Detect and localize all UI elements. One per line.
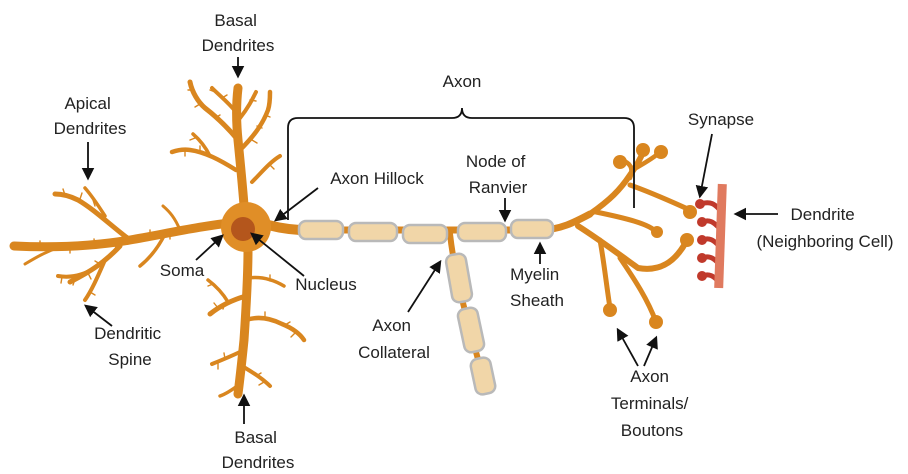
label-myelin-sheath: Myelin Sheath (510, 265, 564, 310)
label-axon-hillock: Axon Hillock (330, 169, 424, 188)
arrow-axon-hillock (276, 188, 318, 220)
label-basal-dendrites-bottom: Basal Dendrites (222, 428, 295, 472)
neighboring-dendrite (695, 184, 727, 288)
nucleus (231, 217, 255, 241)
arrow-axon-collateral (408, 262, 440, 312)
label-axon-terminals: Axon Terminals/ Boutons (611, 367, 693, 440)
label-synapse: Synapse (688, 110, 754, 129)
label-soma: Soma (160, 261, 205, 280)
arrow-soma (196, 236, 222, 260)
label-axon-collateral: Axon Collateral (358, 316, 430, 362)
label-dendritic-spine: Dendritic Spine (94, 324, 166, 369)
label-apical-dendrites: Apical Dendrites (54, 94, 127, 138)
basal-dendrites-top (172, 82, 280, 205)
label-node-of-ranvier: Node of Ranvier (466, 152, 530, 197)
label-basal-dendrites-top: Basal Dendrites (202, 11, 275, 55)
label-axon: Axon (443, 72, 482, 91)
apical-dendrites (14, 188, 238, 300)
axon-terminals (578, 143, 697, 329)
arrow-dendritic-spine (86, 306, 112, 326)
label-nucleus: Nucleus (295, 275, 356, 294)
arrow-nucleus (252, 234, 304, 276)
label-dendrite-neighboring: Dendrite (Neighboring Cell) (756, 205, 893, 251)
arrow-terminal-right (644, 338, 656, 366)
axon-bracket (288, 108, 634, 220)
arrow-terminal-left (618, 330, 638, 366)
arrow-synapse (700, 134, 712, 196)
